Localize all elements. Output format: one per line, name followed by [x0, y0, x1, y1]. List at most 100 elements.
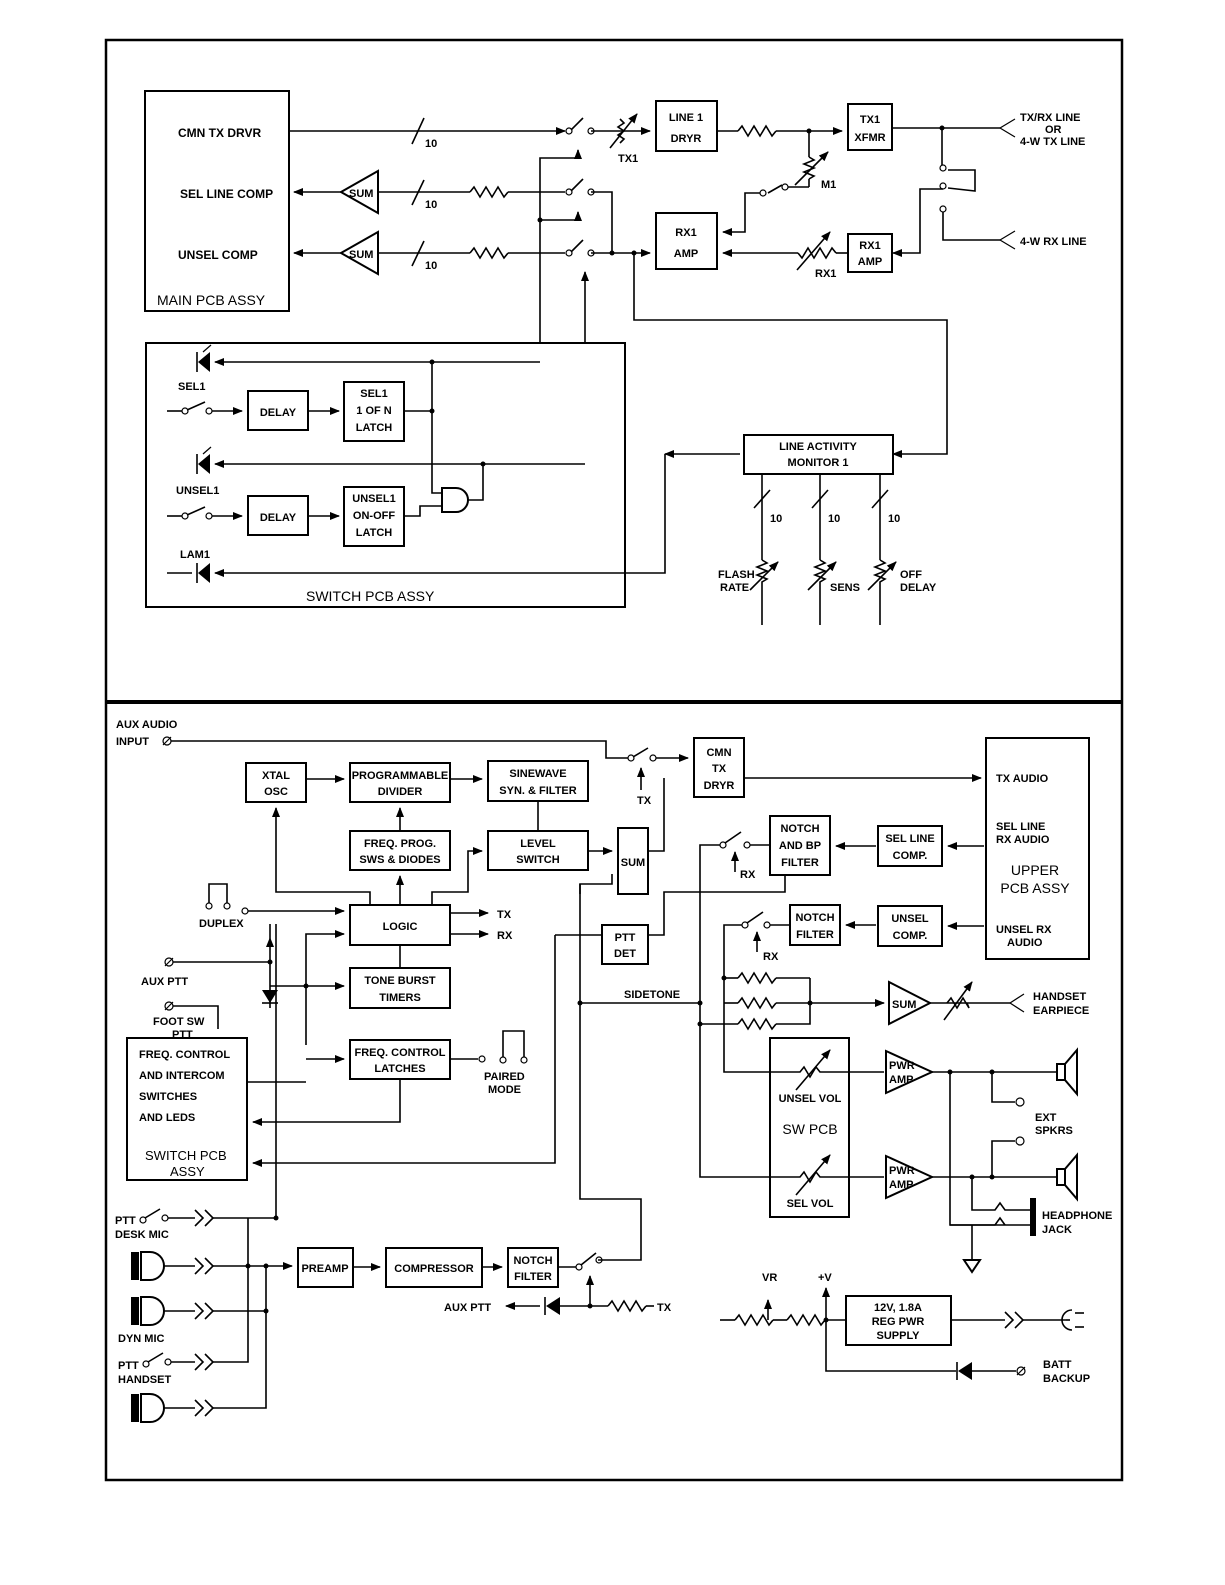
svg-text:LEVEL: LEVEL	[520, 838, 556, 850]
svg-text:SWS & DIODES: SWS & DIODES	[359, 854, 440, 866]
tx1-xfmr-block: TX1 XFMR	[847, 103, 893, 151]
txrx-line-label: TX/RX LINE	[1020, 112, 1081, 124]
svg-text:AMP: AMP	[674, 248, 698, 260]
delay-block-2: DELAY	[247, 495, 309, 536]
level-switch-block: LEVEL SWITCH	[487, 830, 589, 871]
switch-pcb-assy-bottom: FREQ. CONTROL AND INTERCOM SWITCHES AND …	[126, 1037, 248, 1181]
svg-text:UNSEL1: UNSEL1	[352, 493, 395, 505]
svg-text:SWITCH: SWITCH	[516, 854, 559, 866]
freq-prog-block: FREQ. PROG. SWS & DIODES	[349, 830, 451, 871]
svg-text:DELAY: DELAY	[260, 512, 297, 524]
sw-pcb-block: SW PCB UNSEL VOL SEL VOL	[769, 1037, 850, 1218]
svg-text:SEL VOL: SEL VOL	[787, 1198, 834, 1210]
svg-text:RX1: RX1	[859, 240, 880, 252]
svg-text:XFMR: XFMR	[854, 132, 885, 144]
svg-text:SEL LINE: SEL LINE	[885, 833, 934, 845]
compressor-block: COMPRESSOR	[385, 1247, 483, 1288]
outer-frame	[104, 38, 1124, 1482]
tx-ptt-label: TX	[657, 1302, 672, 1314]
tone-burst-block: TONE BURST TIMERS	[349, 967, 451, 1009]
svg-text:DELAY: DELAY	[260, 407, 297, 419]
bus-width-1: 10	[425, 138, 437, 150]
sidetone-sum-amp: SUM	[888, 980, 933, 1026]
svg-text:PTT: PTT	[615, 932, 636, 944]
cmn-tx-drvr-label: CMN TX DRVR	[178, 126, 261, 140]
speaker-sel-icon	[1056, 1152, 1078, 1202]
svg-text:CMN: CMN	[706, 747, 731, 759]
unsel-comp-label: UNSEL COMP	[178, 248, 258, 262]
line-activity-monitor-block: LINE ACTIVITY MONITOR 1	[743, 434, 894, 475]
ptt-handset-label-1: PTT	[118, 1360, 139, 1372]
power-plug-icon	[1061, 1309, 1084, 1331]
notch-bp-filter-block: NOTCH AND BP FILTER	[769, 815, 831, 876]
svg-text:SW PCB: SW PCB	[782, 1121, 837, 1137]
svg-text:TONE BURST: TONE BURST	[364, 975, 436, 987]
svg-text:TIMERS: TIMERS	[379, 992, 421, 1004]
svg-text:NOTCH: NOTCH	[513, 1255, 552, 1267]
four-w-tx-line-label: 4-W TX LINE	[1020, 136, 1085, 148]
bus-width-3: 10	[425, 260, 437, 272]
svg-text:SUM: SUM	[621, 857, 645, 869]
sidetone-label: SIDETONE	[624, 989, 680, 1001]
svg-text:AMP: AMP	[889, 1074, 913, 1086]
svg-text:OSC: OSC	[264, 786, 288, 798]
unsel1-latch-block: UNSEL1 ON-OFF LATCH	[343, 486, 405, 547]
switch-pcb-title: SWITCH PCB ASSY	[306, 588, 435, 604]
delay-block-1: DELAY	[247, 390, 309, 431]
four-w-rx-line-label: 4-W RX LINE	[1020, 236, 1087, 248]
vr-label: VR	[762, 1272, 777, 1284]
bus-width-2: 10	[425, 199, 437, 211]
svg-text:FILTER: FILTER	[796, 929, 834, 941]
tx-switch-1	[565, 117, 595, 135]
logic-rx-label: RX	[497, 930, 513, 942]
svg-text:PWR: PWR	[889, 1165, 915, 1177]
svg-text:MONITOR 1: MONITOR 1	[788, 457, 849, 469]
pwr-amp-unsel: PWR AMP	[885, 1049, 935, 1095]
sel1-led	[196, 344, 212, 372]
svg-text:AND BP: AND BP	[779, 840, 821, 852]
svg-text:RX AUDIO: RX AUDIO	[996, 834, 1050, 846]
svg-text:AMP: AMP	[858, 256, 882, 268]
m1-label: M1	[821, 179, 836, 191]
svg-text:ASSY: ASSY	[170, 1164, 205, 1179]
svg-text:COMP.: COMP.	[893, 930, 928, 942]
svg-text:SWITCH PCB: SWITCH PCB	[145, 1148, 227, 1163]
svg-text:LINE 1: LINE 1	[669, 112, 703, 124]
preamp-block: PREAMP	[297, 1247, 354, 1288]
sum-block: SUM	[617, 827, 649, 895]
aux-ptt-label: AUX PTT	[141, 976, 188, 988]
rx1-amp-block-a: RX1 AMP	[655, 212, 718, 270]
mode-label: MODE	[488, 1084, 521, 1096]
notch-filter-block-tx: NOTCH FILTER	[507, 1247, 559, 1288]
power-supply-block: 12V, 1.8A REG PWR SUPPLY	[845, 1295, 952, 1346]
foot-sw-label: FOOT SW	[153, 1016, 205, 1028]
svg-text:AND LEDS: AND LEDS	[139, 1112, 195, 1124]
lam1-label: LAM1	[180, 549, 210, 561]
svg-text:DIVIDER: DIVIDER	[378, 786, 423, 798]
handset-label: HANDSET	[1033, 991, 1086, 1003]
svg-text:FILTER: FILTER	[781, 857, 819, 869]
svg-text:PWR: PWR	[889, 1060, 915, 1072]
aux-audio-label: AUX AUDIO	[116, 719, 178, 731]
svg-text:SUPPLY: SUPPLY	[876, 1330, 920, 1342]
svg-text:FREQ. CONTROL: FREQ. CONTROL	[354, 1047, 445, 1059]
earpiece-label: EARPIECE	[1033, 1005, 1089, 1017]
upper-pcb-assy: TX AUDIO SEL LINE RX AUDIO UPPER PCB ASS…	[985, 737, 1090, 960]
delay-label: DELAY	[900, 582, 937, 594]
svg-text:1 OF N: 1 OF N	[356, 405, 392, 417]
off-label: OFF	[900, 569, 922, 581]
svg-text:LINE ACTIVITY: LINE ACTIVITY	[779, 441, 857, 453]
svg-text:RX1: RX1	[675, 227, 696, 239]
svg-text:ON-OFF: ON-OFF	[353, 510, 395, 522]
or-label: OR	[1045, 124, 1062, 136]
rx1-label: RX1	[815, 268, 836, 280]
desk-mic-label: DESK MIC	[115, 1229, 169, 1241]
dyn-mic-icon	[131, 1296, 165, 1326]
rx1-amp-block-b: RX1 AMP	[847, 233, 893, 273]
svg-text:10: 10	[770, 513, 782, 525]
svg-text:FILTER: FILTER	[514, 1271, 552, 1283]
tx1-label: TX1	[618, 153, 638, 165]
tx-switch-label: TX	[637, 795, 652, 807]
top-panel: CMN TX DRVR SEL LINE COMP UNSEL COMP MAI…	[144, 90, 1087, 625]
logic-block: LOGIC	[349, 904, 451, 946]
